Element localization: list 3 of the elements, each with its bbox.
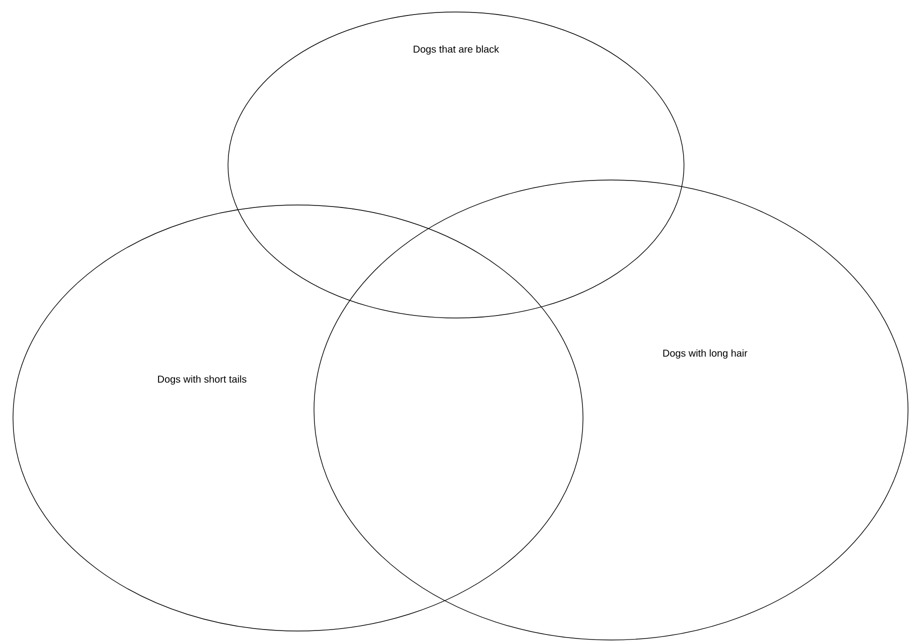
set-label: Dogs that are black: [414, 45, 500, 55]
set-label: Dogs with long hair: [663, 349, 748, 359]
set-label: Dogs with short tails: [158, 375, 246, 385]
